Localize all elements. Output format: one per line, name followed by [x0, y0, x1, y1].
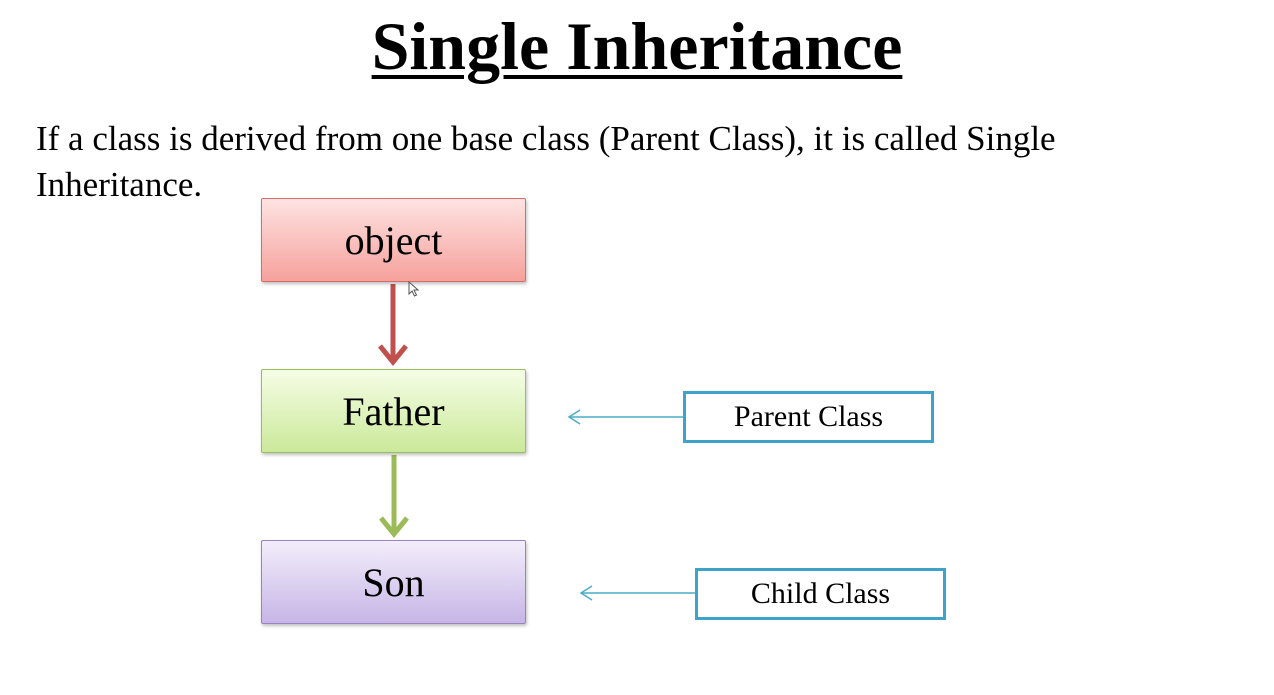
parent-class-callout-text: Parent Class	[733, 400, 884, 433]
son-class-label: Son	[362, 559, 425, 605]
son-class-box: Son	[261, 540, 526, 624]
slide-title-text: Single Inheritance	[371, 8, 903, 84]
object-class-label: object	[344, 217, 443, 263]
child-class-pointer-arrow	[579, 585, 695, 601]
father-class-label: Father	[342, 388, 445, 434]
parent-class-pointer-arrow	[567, 409, 683, 425]
slide-title: Single Inheritance	[0, 6, 1274, 86]
mouse-pointer-icon	[408, 281, 420, 297]
child-class-callout-text: Child Class	[750, 577, 891, 610]
child-class-callout: Child Class	[695, 568, 946, 620]
object-class-box: object	[261, 198, 526, 282]
father-class-box: Father	[261, 369, 526, 453]
parent-class-callout: Parent Class	[683, 391, 934, 443]
object-to-father-arrow	[378, 284, 408, 366]
father-to-son-arrow	[379, 455, 409, 538]
definition-text: If a class is derived from one base clas…	[36, 119, 1056, 204]
